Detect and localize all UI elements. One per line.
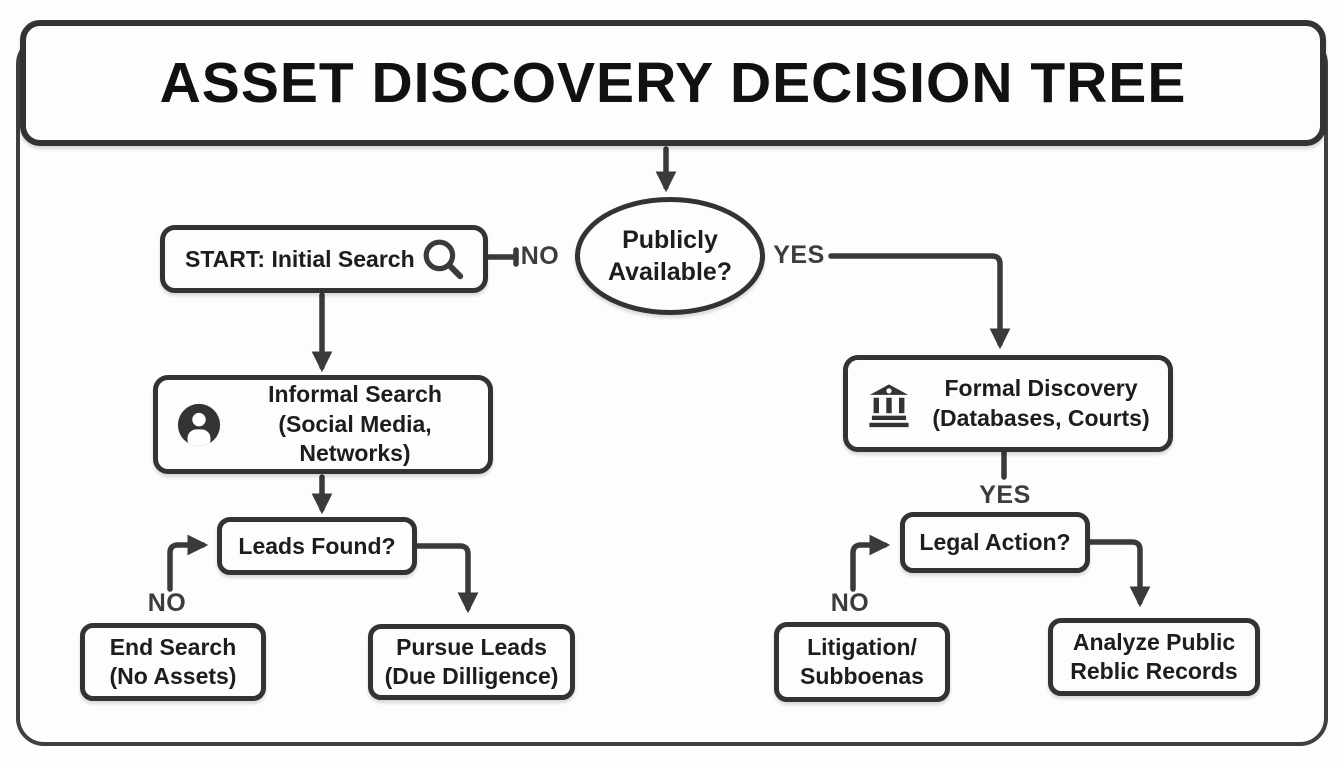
edge-label-legal-no: NO — [830, 589, 870, 617]
person-icon — [177, 403, 221, 446]
edge-litigation-to-legal — [850, 534, 891, 592]
node-informal-search: Informal Search (Social Media, Networks) — [153, 375, 493, 474]
formal-discovery-line2: (Databases, Courts) — [932, 404, 1150, 431]
edge-leads-to-pursue — [413, 543, 479, 614]
diagram-title: ASSET DISCOVERY DECISION TREE — [159, 51, 1187, 115]
pursue-leads-line2: (Due Dilligence) — [384, 663, 559, 689]
start-label: START: Initial Search — [185, 245, 415, 272]
publicly-available-line2: Available? — [607, 258, 733, 286]
litigation-line1: Litigation/ — [807, 633, 917, 660]
leads-found-label: Leads Found? — [238, 532, 396, 559]
node-publicly-available: Publicly Available? — [575, 197, 765, 315]
diagram-title-box: ASSET DISCOVERY DECISION TREE — [20, 20, 1326, 146]
node-pursue-leads: Pursue Leads (Due Dilligence) — [368, 624, 575, 700]
edge-root-yes-to-formal — [828, 253, 1011, 350]
node-leads-found: Leads Found? — [217, 517, 417, 575]
edge-label-leads-no: NO — [147, 589, 187, 617]
analyze-records-line2: Reblic Records — [1070, 658, 1238, 684]
node-start-initial-search: START: Initial Search — [160, 225, 488, 293]
pursue-leads-line1: Pursue Leads — [396, 633, 547, 660]
legal-action-label: Legal Action? — [919, 529, 1071, 555]
node-end-search: End Search (No Assets) — [80, 623, 266, 701]
edge-label-formal-yes: YES — [979, 481, 1031, 509]
end-search-line2: (No Assets) — [109, 663, 237, 689]
edge-legal-to-analyze — [1087, 539, 1151, 608]
informal-search-line2: (Social Media, Networks) — [278, 410, 432, 467]
litigation-line2: Subboenas — [800, 663, 924, 689]
edge-label-root-yes: YES — [773, 241, 825, 269]
bank-icon — [869, 383, 909, 427]
informal-search-line1: Informal Search — [268, 381, 442, 408]
node-formal-discovery: Formal Discovery (Databases, Courts) — [843, 355, 1173, 452]
end-search-line1: End Search — [109, 633, 237, 660]
analyze-records-line1: Analyze Public — [1072, 628, 1236, 655]
edge-label-root-no: NO — [520, 242, 560, 270]
formal-discovery-line1: Formal Discovery — [944, 375, 1138, 402]
magnifier-icon — [423, 239, 464, 280]
node-legal-action: Legal Action? — [900, 512, 1090, 573]
node-litigation-subpoenas: Litigation/ Subboenas — [774, 622, 950, 702]
publicly-available-line1: Publicly — [622, 226, 718, 254]
edge-endsearch-to-leads — [167, 534, 209, 592]
node-analyze-public-records: Analyze Public Reblic Records — [1048, 618, 1260, 696]
